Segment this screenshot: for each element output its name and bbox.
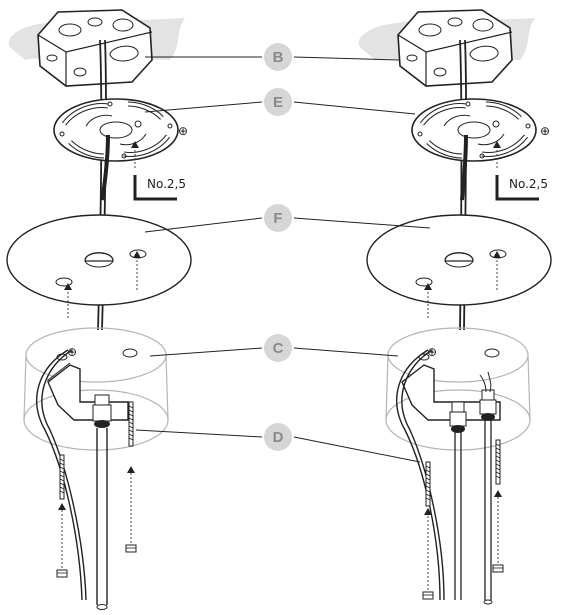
nut-icon	[56, 569, 68, 578]
callout-f: F	[264, 204, 292, 232]
screw-icon	[495, 439, 501, 485]
nut-icon	[492, 564, 504, 573]
screw-icon	[59, 454, 65, 500]
cable-gland-icon	[449, 401, 467, 600]
ground-symbol-icon: ⊕	[178, 124, 188, 138]
screw-icon	[128, 401, 134, 447]
cable-gland-icon	[92, 394, 112, 610]
callout-e-label: E	[273, 94, 283, 111]
ground-symbol-icon: ⊕	[540, 124, 550, 138]
screw-icon	[425, 461, 431, 507]
hex-key-size-left: No.2,5	[147, 177, 186, 191]
callout-d: D	[264, 423, 292, 451]
callout-leaders	[135, 56, 431, 463]
canopy-icon	[6, 214, 192, 306]
mounting-plate-icon	[54, 99, 178, 161]
callout-b-label: B	[273, 49, 284, 66]
callout-b: B	[264, 43, 292, 71]
cable-gland-icon	[479, 371, 497, 605]
junction-box-icon	[397, 9, 513, 87]
ground-symbol-icon: ⊕	[67, 345, 77, 359]
right-assembly: ⊕ ⊕	[358, 9, 552, 605]
hex-key-size-right: No.2,5	[509, 177, 548, 191]
callout-c: C	[264, 334, 292, 362]
ground-symbol-icon: ⊕	[427, 345, 437, 359]
junction-box-icon	[37, 9, 153, 87]
callout-f-label: F	[273, 210, 282, 227]
callout-e: E	[264, 88, 292, 116]
mounting-plate-icon	[412, 99, 536, 161]
nut-icon	[422, 591, 434, 600]
callout-d-label: D	[273, 429, 284, 446]
left-assembly: ⊕ ⊕	[6, 9, 192, 610]
callout-c-label: C	[273, 340, 284, 357]
nut-icon	[125, 544, 137, 553]
canopy-icon	[366, 214, 552, 306]
